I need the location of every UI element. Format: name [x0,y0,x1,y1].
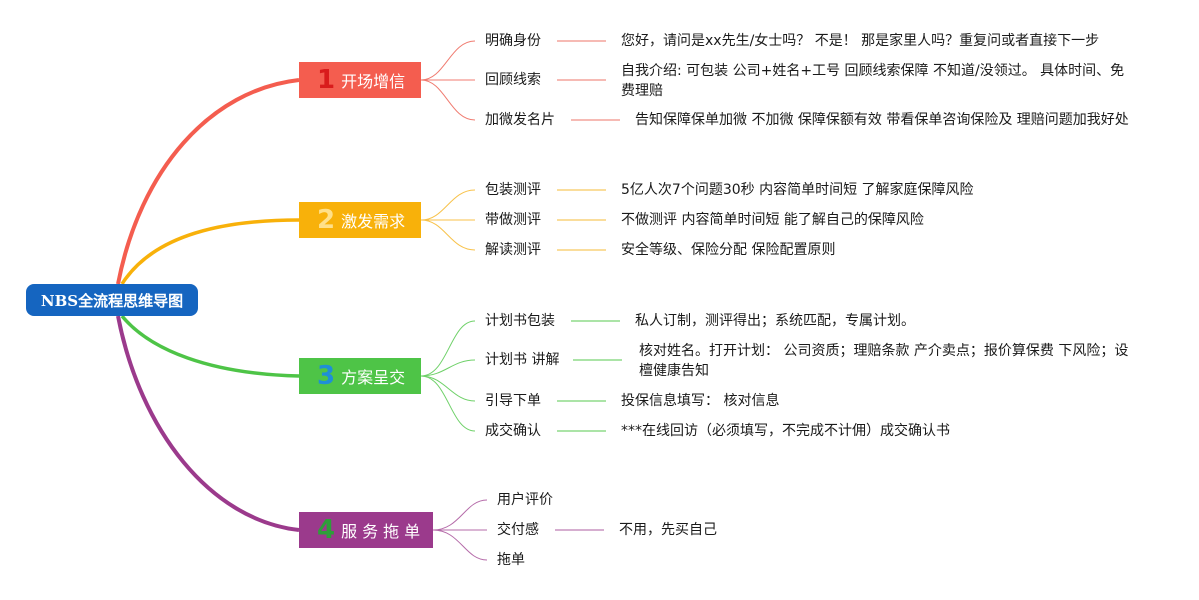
branch-4-number: 4 [317,515,336,545]
root-node: NBS全流程思维导图 [26,284,198,316]
branch-4-item-2: 交付感 [497,522,539,538]
link-b2-item-3 [420,219,476,251]
branch-4-label: 服务拖单 [341,522,426,541]
branch-2-item-3: 解读测评 [485,242,541,258]
branch-2-node: 2 激发需求 [299,202,421,238]
branch-3-number: 3 [317,361,336,391]
link-b3-item-1 [420,320,476,377]
branch-4-item-3: 拖单 [497,552,525,568]
link-b3-item-4 [420,375,476,432]
branch-3-item-2: 计划书 讲解 [485,352,560,368]
link-b1-item-3 [420,79,476,121]
link-b4-item-3 [432,529,488,561]
branch-1-label: 开场增信 [341,72,406,91]
branch-3-label: 方案呈交 [341,368,406,387]
branch-3-item-1-desc: 私人订制，测评得出；系统匹配，专属计划。 [635,313,915,329]
branch-3-item-4-desc: ***在线回访（必须填写，不完成不计佣）成交确认书 [621,423,950,439]
branch-2-item-1: 包装测评 [485,182,541,198]
branch-1-item-2: 回顾线索 [485,72,541,88]
link-b3-item-2 [420,359,476,377]
branch-1-node: 1 开场增信 [299,62,421,98]
branch-4-item-2-desc: 不用，先买自己 [619,522,717,538]
link-b1-item-1 [420,40,476,81]
link-root-branch-3 [120,314,300,378]
branch-2-number: 2 [317,205,336,235]
branch-3-item-3-desc: 投保信息填写： 核对信息 [621,393,780,409]
branch-2-item-3-desc: 安全等级、保险分配 保险配置原则 [621,242,836,258]
branch-1-item-2-desc: 自我介绍: 可包装 公司+姓名+工号 回顾线索保障 不知道/没领过。 具体时间、… [621,63,1125,99]
link-root-branch-2 [120,218,300,285]
branch-3-item-3: 引导下单 [485,393,541,409]
link-root-branch-1 [116,78,300,285]
branch-1-item-3: 加微发名片 [485,112,555,128]
link-b3-item-3 [420,375,476,402]
branch-2-label: 激发需求 [341,212,406,231]
branch-3-node: 3 方案呈交 [299,358,421,394]
branch-3-item-4: 成交确认 [485,423,541,439]
link-root-branch-4 [116,315,300,532]
branch-1-item-3-desc: 告知保障保单加微 不加微 保障保额有效 带看保单咨询保险及 理赔问题加我好处 [635,112,1129,128]
branch-4-item-1: 用户评价 [497,492,553,508]
branch-1-item-1: 明确身份 [485,33,541,49]
branch-3-item-2-desc: 核对姓名。打开计划： 公司资质；理赔条款 产介卖点；报价算保费 下风险；设檀健康… [639,343,1129,379]
branch-2-item-1-desc: 5亿人次7个问题30秒 内容简单时间短 了解家庭保障风险 [621,182,974,198]
root-label: NBS全流程思维导图 [40,291,184,310]
branch-2-item-2-desc: 不做测评 内容简单时间短 能了解自己的保障风险 [621,212,924,228]
branch-1-number: 1 [317,65,336,95]
branch-1-item-1-desc: 您好，请问是xx先生/女士吗？ 不是！ 那是家里人吗？重复问或者直接下一步 [621,33,1100,49]
branch-4-node: 4 服务拖单 [299,512,433,548]
branch-3-item-1: 计划书包装 [485,313,555,329]
link-b2-item-1 [420,189,476,221]
link-b4-item-1 [432,499,488,531]
branch-2-item-2: 带做测评 [485,212,541,228]
